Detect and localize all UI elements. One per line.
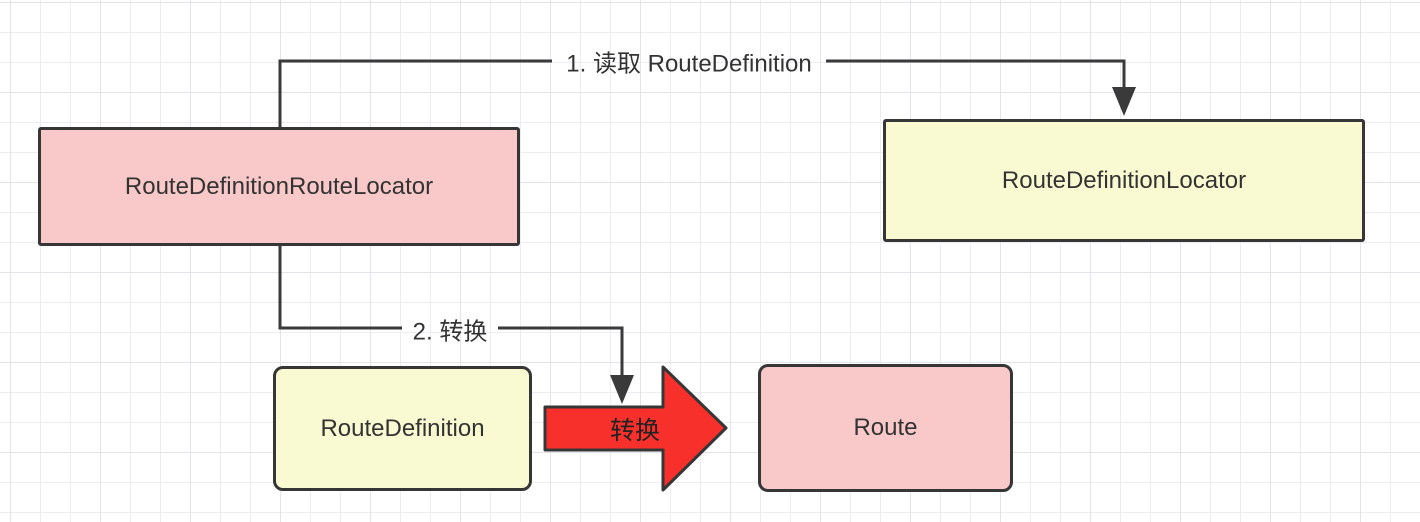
arrowhead-down-icon [610,375,634,404]
box-route-definition: RouteDefinition [273,366,532,491]
edge-label-read-route-definition: 1. 读取 RouteDefinition [566,50,812,78]
box-label: RouteDefinition [320,414,485,442]
edge-read-wire-left [278,59,552,127]
convert-arrow-label: 转换 [609,417,661,445]
box-label: Route [853,414,918,441]
convert-arrow-icon [543,365,728,492]
box-route-definition-route-locator: RouteDefinitionRouteLocator [38,127,520,246]
box-route-definition-locator: RouteDefinitionLocator [883,119,1365,242]
box-route: Route [758,364,1013,492]
box-label: RouteDefinitionLocator [1001,166,1247,194]
edge-label-convert: 2. 转换 [412,318,488,346]
edge-convert-wire-right [498,326,624,377]
arrowhead-down-icon [1112,87,1136,116]
box-label: RouteDefinitionRouteLocator [124,172,434,200]
edge-read-wire-right [826,59,1126,90]
edge-convert-wire-left [278,246,402,330]
